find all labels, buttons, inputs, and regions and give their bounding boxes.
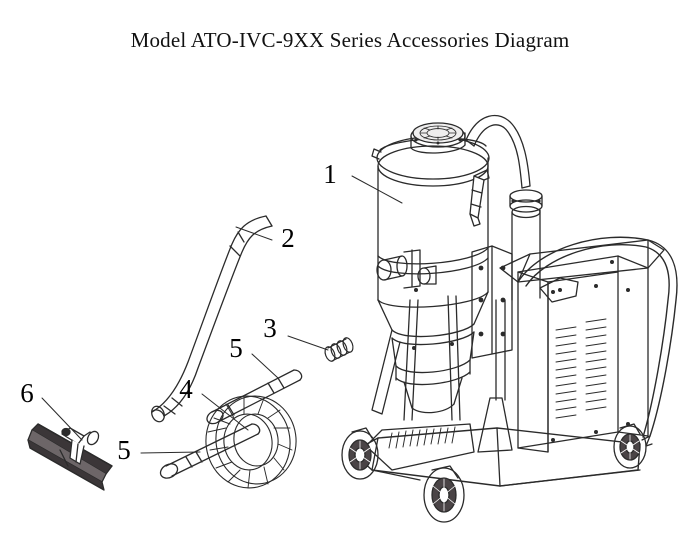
coil-segment-lines (207, 395, 293, 489)
extension-tube-upper (206, 369, 303, 425)
callout-numbers: 1 2 3 4 5 5 6 (20, 159, 337, 465)
base-louver-vents (388, 426, 456, 449)
caster-wheel-right (613, 423, 653, 469)
callout-number-5-lower: 5 (117, 435, 131, 465)
curved-inlet-hose (465, 115, 531, 189)
leader-5b (140, 451, 201, 454)
extension-tube-lower (159, 423, 261, 479)
leader-4 (201, 393, 249, 431)
cylindrical-dust-tank (371, 122, 513, 359)
tubular-push-handle (517, 236, 678, 438)
tank-lid-latch-right (469, 169, 490, 227)
page-title: Model ATO-IVC-9XX Series Accessories Dia… (130, 28, 570, 52)
louvered-motor-housing (517, 255, 649, 453)
spring-coupler (324, 337, 354, 362)
callout-number-2: 2 (281, 223, 295, 253)
wheeled-cart-base (351, 299, 641, 487)
callout-number-5-upper: 5 (229, 333, 243, 363)
leader-2 (235, 226, 273, 241)
tapered-collection-cone (371, 288, 489, 421)
callout-number-3: 3 (263, 313, 277, 343)
vertical-riser-pipe (509, 189, 543, 301)
housing-fasteners (551, 284, 630, 442)
bent-wand-tube (151, 215, 273, 423)
callout-number-1: 1 (323, 159, 337, 189)
leader-1 (351, 175, 403, 204)
leader-3 (287, 335, 329, 351)
industrial-vacuum-machine (341, 115, 678, 523)
tank-mounting-bracket (471, 245, 513, 359)
leader-6 (41, 397, 83, 441)
leader-5a (251, 353, 279, 379)
callout-number-6: 6 (20, 378, 34, 408)
callout-number-4: 4 (179, 374, 193, 404)
housing-louver-vents-a (555, 326, 577, 419)
floor-brush-tool (27, 423, 113, 491)
housing-louver-vents-b (585, 318, 607, 411)
caster-wheel-left (341, 427, 379, 480)
caster-wheel-front (423, 465, 465, 523)
tank-side-inlet-port (376, 249, 437, 289)
coiled-hose (205, 395, 297, 489)
vented-motor-top-cap (410, 122, 466, 154)
callout-leader-lines (41, 175, 403, 454)
cap-vent-slots (419, 125, 457, 141)
tank-lid-latch-left (371, 148, 382, 160)
